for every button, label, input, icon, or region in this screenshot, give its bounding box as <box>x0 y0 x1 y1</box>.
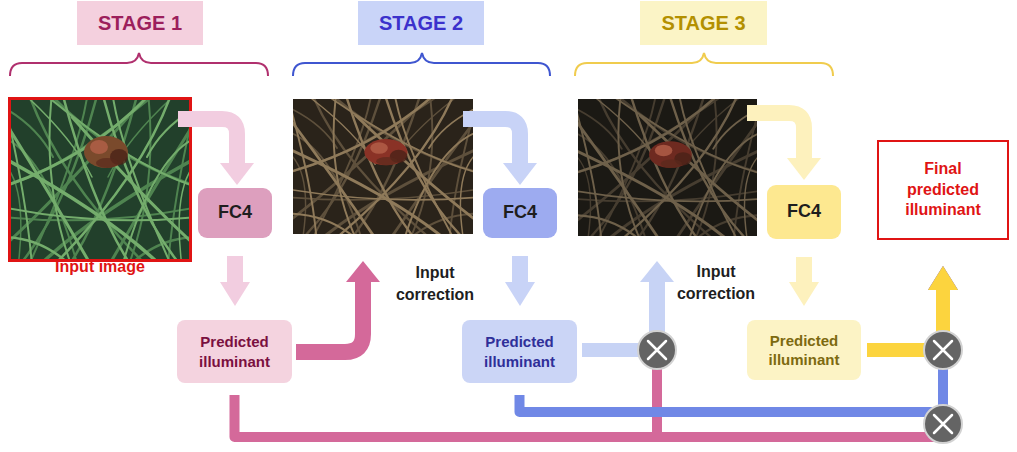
input-photo <box>2 92 197 267</box>
corrected-photo <box>573 95 763 240</box>
arrow-head <box>928 266 958 290</box>
arrow-head <box>928 266 958 290</box>
correction-arrow <box>582 343 640 357</box>
output-box: Final predicted illuminant <box>877 140 1009 240</box>
node-text: FC4 <box>787 200 821 223</box>
input-photo <box>8 97 192 262</box>
arrow-head <box>505 282 535 306</box>
flow-connector <box>235 266 959 437</box>
stage-bracket <box>10 53 268 76</box>
multiply-symbol <box>924 405 962 443</box>
flow-arrow <box>178 119 237 165</box>
step-label: Input correction <box>668 261 764 306</box>
correction-arrow <box>652 366 662 437</box>
stage-bracket <box>293 53 550 76</box>
node-text: Final predicted illuminant <box>891 159 995 221</box>
arrow-line <box>520 288 944 412</box>
correction-arrow <box>296 280 363 352</box>
corrected-photo <box>293 99 473 234</box>
arrow-line <box>235 288 944 437</box>
model-box: FC4 <box>483 188 557 238</box>
flow-connector <box>505 256 535 306</box>
flow-arrow <box>220 163 254 185</box>
stage-bracket <box>575 53 833 76</box>
multiply-symbol <box>648 341 666 359</box>
corrected-photo <box>572 95 763 240</box>
input-photo <box>10 99 191 261</box>
input-photo <box>2 92 198 267</box>
flow-arrow <box>463 119 520 165</box>
arrow-head <box>789 282 819 306</box>
multiply-symbol <box>638 331 676 369</box>
node-text: Predicted illuminant <box>186 332 283 371</box>
input-photo <box>84 136 128 168</box>
flow-connector <box>789 257 819 306</box>
model-box: FC4 <box>767 185 841 239</box>
corrected-photo <box>649 141 692 168</box>
correction-arrow <box>649 280 665 332</box>
node-text: FC4 <box>503 201 537 224</box>
corrected-photo <box>364 139 407 165</box>
input-label: Input image <box>30 256 170 278</box>
arrow-head <box>928 266 958 290</box>
stage-bracket <box>10 53 833 76</box>
input-photo <box>3 92 198 267</box>
node-text: STAGE 1 <box>98 10 182 36</box>
corrected-photo <box>572 95 762 240</box>
node-text: STAGE 2 <box>379 10 463 36</box>
prediction-box: Predicted illuminant <box>177 320 292 383</box>
stage-header: STAGE 1 <box>77 1 203 45</box>
arrow-shaft <box>512 256 528 286</box>
node-text: FC4 <box>218 201 252 224</box>
flow-arrow <box>787 158 821 180</box>
step-label: Input correction <box>387 262 483 307</box>
stage-header: STAGE 3 <box>640 1 767 45</box>
prediction-box: Predicted illuminant <box>747 320 861 380</box>
correction-arrow <box>640 261 674 282</box>
arrow-head <box>220 282 250 306</box>
multiply-symbol <box>924 331 962 369</box>
arrow-shaft <box>227 256 243 286</box>
arrow-shaft <box>796 257 812 286</box>
corrected-photo <box>578 99 757 236</box>
corrected-photo <box>288 95 479 238</box>
multiply-symbol <box>934 341 952 359</box>
multiply-symbol <box>638 331 962 443</box>
flow-arrow <box>503 163 537 185</box>
multiply-symbol <box>934 415 952 433</box>
flow-arrow <box>747 113 804 160</box>
flow-arrow <box>178 113 821 185</box>
node-text: Predicted illuminant <box>756 331 852 370</box>
stage-header: STAGE 2 <box>358 1 484 45</box>
node-text: STAGE 3 <box>661 10 745 36</box>
correction-arrow <box>346 261 380 282</box>
flow-connector <box>220 256 250 306</box>
node-text: Predicted illuminant <box>471 332 568 371</box>
corrected-photo <box>287 95 479 238</box>
model-box: FC4 <box>198 188 272 238</box>
corrected-photo <box>287 95 478 238</box>
prediction-box: Predicted illuminant <box>462 320 577 383</box>
